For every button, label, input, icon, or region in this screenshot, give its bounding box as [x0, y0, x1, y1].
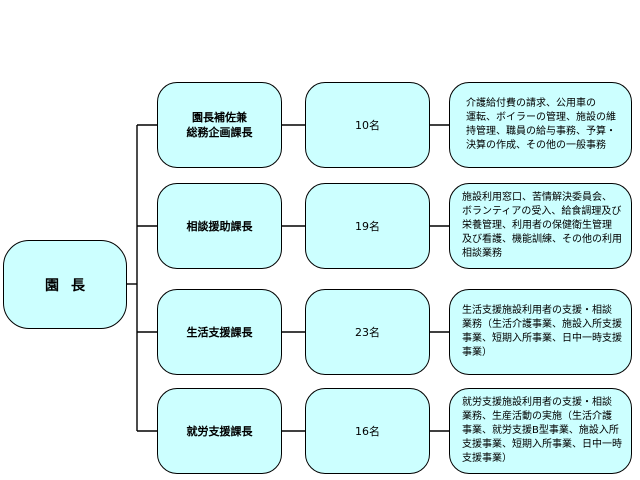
staff-count-life-support: 23名: [305, 289, 430, 375]
section-head-employment-support: 就労支援課長: [157, 388, 282, 474]
duties-employment-support: 就労支援施設利用者の支援・相談 業務、生産活動の実施（生活介護 事業、就労支援B…: [449, 388, 632, 474]
section-head-life-support: 生活支援課長: [157, 289, 282, 375]
director-node: 園長: [3, 240, 127, 329]
staff-count-consultation: 19名: [305, 183, 430, 269]
section-head-consultation: 相談援助課長: [157, 183, 282, 269]
staff-count-employment-support: 16名: [305, 388, 430, 474]
duties-life-support: 生活支援施設利用者の支援・相談 業務（生活介護事業、施設入所支援 事業、短期入所…: [449, 289, 632, 375]
duties-general-affairs: 介護給付費の請求、公用車の 運転、ボイラーの管理、施設の維 持管理、職員の給与事…: [449, 82, 632, 168]
staff-count-general-affairs: 10名: [305, 82, 430, 168]
section-head-general-affairs: 園長補佐兼 総務企画課長: [157, 82, 282, 168]
duties-consultation: 施設利用窓口、苦情解決委員会、 ボランティアの受入、給食調理及び 栄養管理、利用…: [449, 183, 632, 269]
